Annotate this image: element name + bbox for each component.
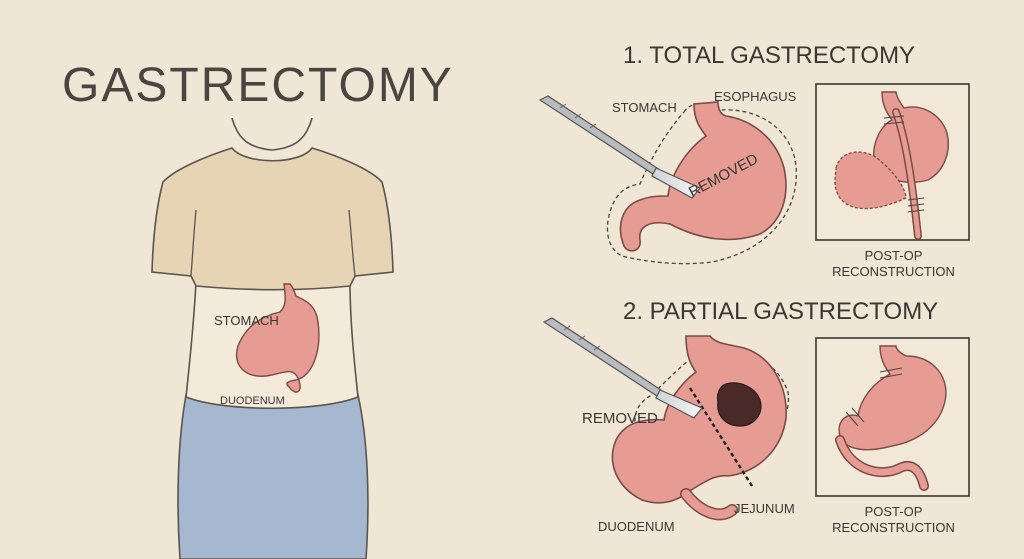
total-removal-outline	[606, 102, 797, 265]
human-figure	[151, 117, 394, 559]
partial-duodenum-label: DUODENUM	[598, 519, 675, 534]
partial-cut-line	[688, 387, 754, 487]
body-stomach	[235, 283, 320, 393]
body-stomach-label: STOMACH	[214, 313, 279, 328]
total-gastrectomy-illustration	[538, 83, 970, 265]
total-postop-reconstruction	[834, 91, 949, 240]
total-scalpel	[538, 95, 701, 199]
partial-caption-line2: RECONSTRUCTION	[832, 520, 955, 535]
neck-outline	[231, 117, 313, 151]
page-title: GASTRECTOMY	[62, 59, 454, 112]
total-heading: 1. TOTAL GASTRECTOMY	[623, 42, 916, 69]
partial-postop-reconstruction	[835, 345, 947, 491]
partial-postop-caption: POST-OP RECONSTRUCTION	[822, 504, 965, 536]
total-stomach-label: STOMACH	[612, 100, 677, 115]
body-duodenum-label: DUODENUM	[220, 395, 285, 407]
partial-caption-line1: POST-OP	[864, 504, 923, 519]
total-esophagus-label: ESOPHAGUS	[714, 89, 797, 104]
partial-jejunum-label: JEJUNUM	[734, 501, 795, 516]
partial-removal-outline	[634, 349, 790, 455]
pants	[177, 393, 369, 559]
total-postop-caption: POST-OP RECONSTRUCTION	[822, 248, 965, 280]
partial-removed-label: REMOVED	[582, 410, 658, 427]
partial-scalpel	[542, 317, 703, 419]
total-caption-line1: POST-OP	[864, 248, 923, 263]
partial-heading: 2. PARTIAL GASTRECTOMY	[623, 298, 939, 325]
partial-gastrectomy-illustration	[542, 317, 970, 521]
tumor	[716, 382, 762, 427]
total-caption-line2: RECONSTRUCTION	[832, 264, 955, 279]
shirt	[151, 147, 394, 291]
